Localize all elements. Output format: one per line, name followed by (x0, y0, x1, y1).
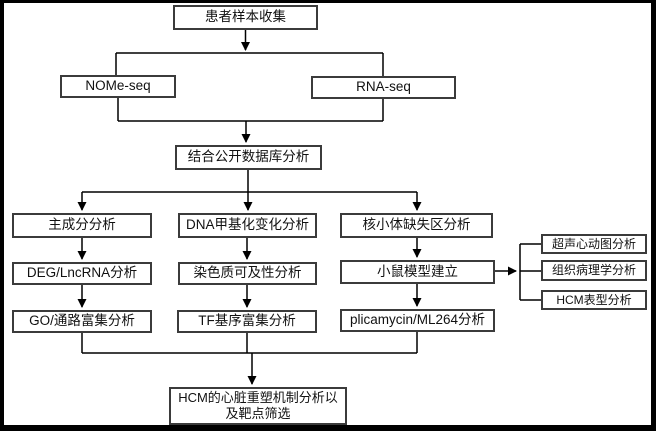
node-deg-lncrna: DEG/LncRNA分析 (12, 262, 152, 285)
node-pca: 主成分分析 (12, 213, 152, 238)
node-final-target-screening: HCM的心脏重塑机制分析以及靶点筛选 (169, 387, 347, 425)
node-rna-seq: RNA-seq (311, 76, 456, 99)
node-public-db-analysis: 结合公开数据库分析 (175, 145, 322, 170)
node-hcm-phenotype: HCM表型分析 (541, 290, 647, 310)
node-chromatin-accessibility: 染色质可及性分析 (178, 262, 317, 285)
node-dna-methylation-change: DNA甲基化变化分析 (178, 213, 317, 238)
node-plicamycin-ml264: plicamycin/ML264分析 (340, 309, 495, 332)
node-mouse-model: 小鼠模型建立 (340, 260, 495, 284)
node-nome-seq: NOMe-seq (60, 75, 176, 98)
node-histopathology: 组织病理学分析 (541, 260, 647, 281)
node-echocardiography: 超声心动图分析 (541, 234, 647, 254)
node-nucleosome-depleted-region: 核小体缺失区分析 (340, 213, 493, 238)
node-patient-sample-collection: 患者样本收集 (173, 5, 318, 30)
node-tf-motif-enrichment: TF基序富集分析 (177, 310, 317, 333)
node-go-pathway-enrichment: GO/通路富集分析 (12, 310, 152, 333)
